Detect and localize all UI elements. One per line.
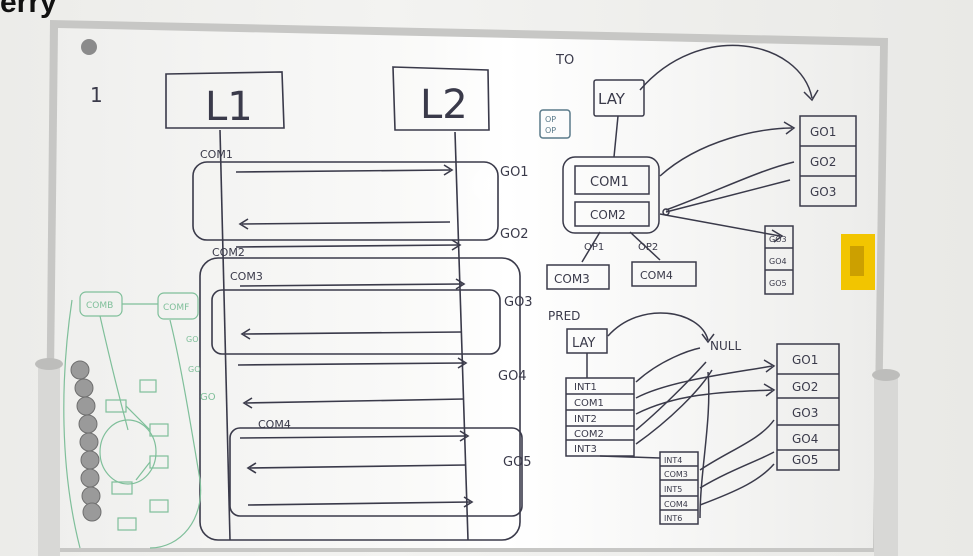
go5-label: GO5 bbox=[503, 455, 532, 470]
l1-label: L1 bbox=[205, 84, 253, 130]
com1-label: COM1 bbox=[200, 148, 233, 161]
board-stand-left bbox=[35, 358, 63, 556]
number-mark: 1 bbox=[90, 83, 103, 107]
go2-label: GO2 bbox=[500, 227, 529, 242]
page-title: erry bbox=[0, 0, 57, 19]
com4-label: COM4 bbox=[258, 418, 291, 431]
pred-go1: GO1 bbox=[792, 353, 818, 367]
green-go-b: GO bbox=[188, 365, 201, 374]
go4-label: GO4 bbox=[498, 369, 527, 384]
to-small-go4: GO4 bbox=[769, 257, 787, 266]
to-com1: COM1 bbox=[590, 175, 629, 190]
pred-int2: INT2 bbox=[574, 414, 597, 425]
to-op-b: OP bbox=[545, 126, 556, 135]
pred-int3: INT3 bbox=[574, 444, 597, 455]
to-op-a: OP bbox=[545, 115, 556, 124]
pred-com4: COM4 bbox=[664, 500, 688, 509]
pred-go5: GO5 bbox=[792, 453, 818, 467]
pred-heading: PRED bbox=[548, 309, 580, 323]
to-small-go3: GO3 bbox=[769, 235, 787, 244]
green-comb: COMB bbox=[86, 301, 113, 311]
green-go-a: GO bbox=[186, 335, 199, 344]
whiteboard-frame bbox=[45, 20, 888, 552]
pred-go2: GO2 bbox=[792, 380, 818, 394]
left-diagram bbox=[165, 66, 523, 541]
pred-null: NULL bbox=[710, 339, 741, 353]
to-op1: OP1 bbox=[584, 242, 604, 253]
to-go3: GO3 bbox=[810, 185, 836, 199]
to-com2: COM2 bbox=[590, 208, 626, 222]
pred-go4: GO4 bbox=[792, 432, 818, 446]
to-lay: LAY bbox=[598, 90, 626, 108]
pred-int6: INT6 bbox=[664, 514, 682, 523]
to-go2: GO2 bbox=[810, 155, 836, 169]
to-go1: GO1 bbox=[810, 125, 836, 139]
go1-label: GO1 bbox=[500, 165, 529, 180]
pred-com2: COM2 bbox=[574, 429, 604, 440]
pred-com3: COM3 bbox=[664, 470, 688, 479]
to-op2: OP2 bbox=[638, 242, 658, 253]
pred-go3: GO3 bbox=[792, 406, 818, 420]
to-small-go5: GO5 bbox=[769, 279, 787, 288]
pred-diagram bbox=[565, 312, 840, 525]
board-stand-right bbox=[872, 369, 900, 556]
pred-int1: INT1 bbox=[574, 382, 597, 393]
to-diagram bbox=[539, 44, 857, 295]
pred-com1: COM1 bbox=[574, 398, 604, 409]
green-sketch bbox=[63, 291, 202, 549]
l1-box bbox=[165, 71, 285, 129]
to-com4: COM4 bbox=[640, 269, 673, 282]
green-go-c: GO bbox=[200, 392, 216, 403]
green-comf: COMF bbox=[163, 303, 189, 313]
to-heading: TO bbox=[555, 53, 574, 68]
go3-label: GO3 bbox=[504, 295, 533, 310]
pred-int5: INT5 bbox=[664, 485, 682, 494]
board-screw-icon bbox=[81, 39, 97, 55]
to-com3: COM3 bbox=[554, 272, 590, 286]
pred-lay: LAY bbox=[572, 336, 595, 351]
l2-box bbox=[392, 66, 490, 131]
com2-label: COM2 bbox=[212, 246, 245, 259]
magnets-column bbox=[70, 360, 102, 522]
com3-label: COM3 bbox=[230, 270, 263, 283]
pred-int4: INT4 bbox=[664, 456, 682, 465]
sticky-note bbox=[841, 234, 875, 290]
l2-label: L2 bbox=[420, 82, 468, 128]
